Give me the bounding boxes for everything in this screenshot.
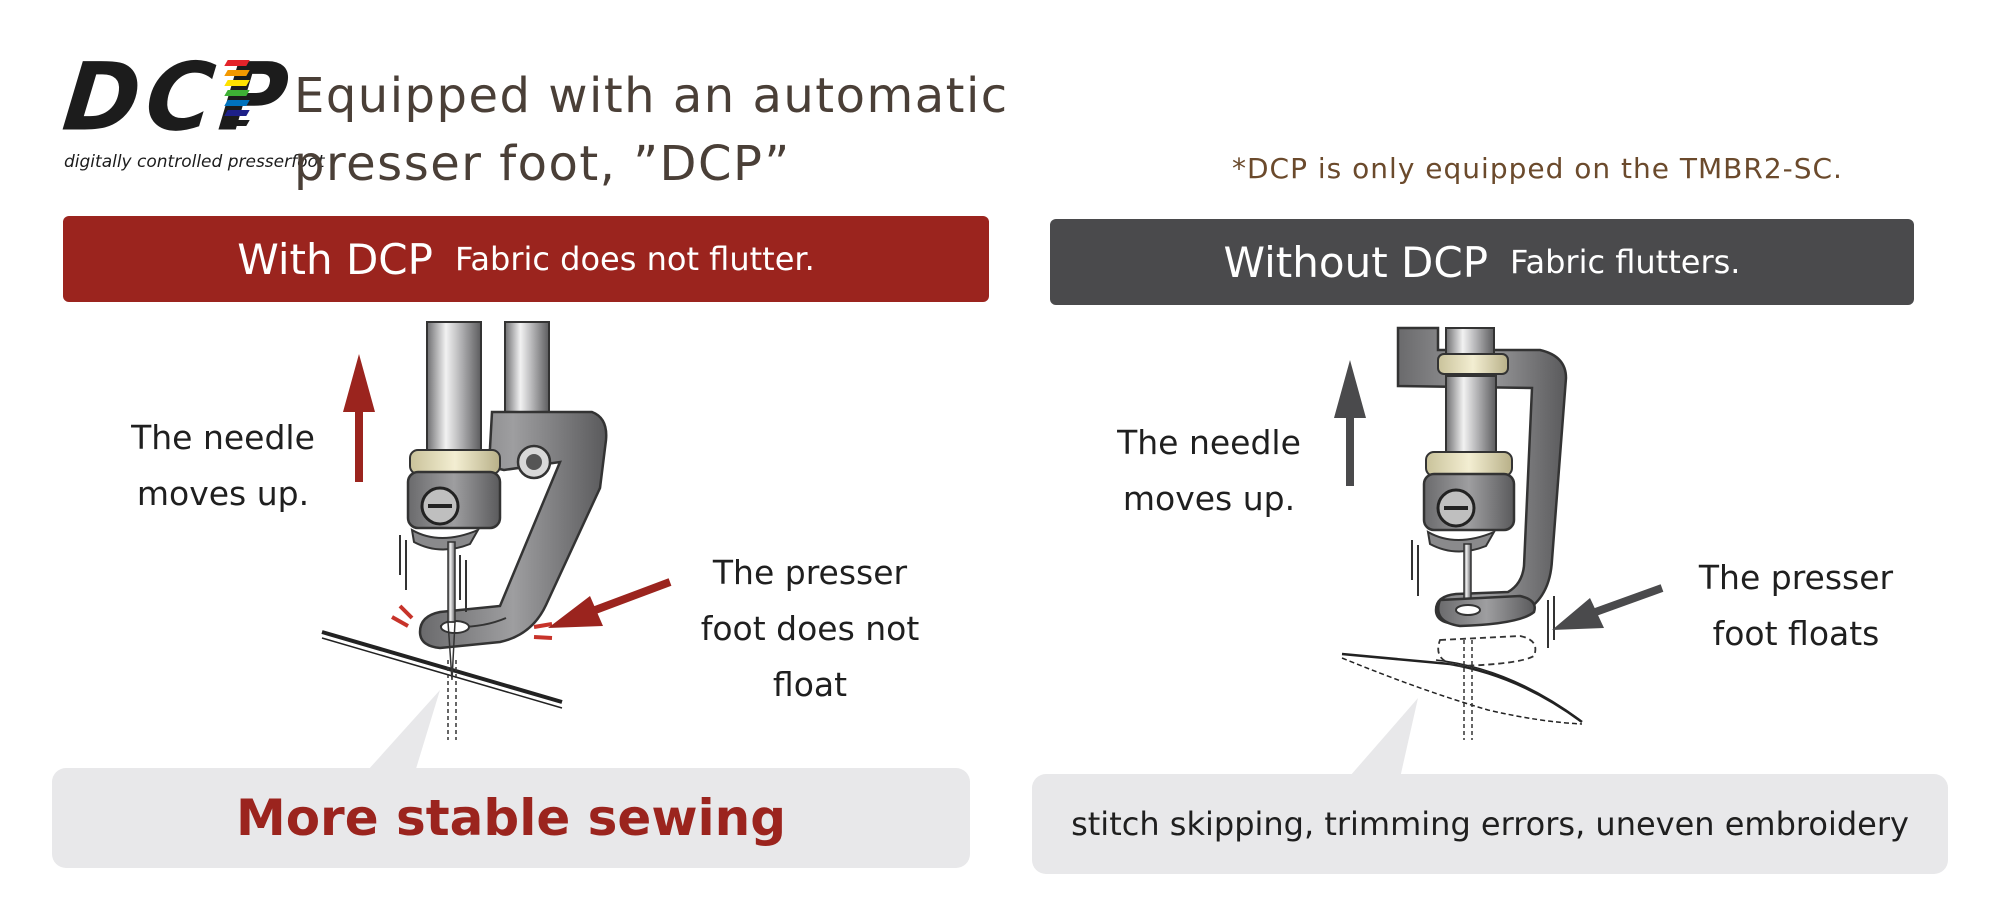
- left-up-arrow: [343, 354, 375, 482]
- left-result-bubble: More stable sewing: [52, 768, 970, 868]
- left-fabric: [321, 630, 563, 704]
- left-foot-label-line1: The presser: [712, 553, 908, 592]
- title-line-1: Equipped with an automatic: [294, 68, 1009, 124]
- title-line-2: presser foot, ”DCP”: [294, 136, 791, 192]
- right-needle-label: The needle moves up.: [1106, 415, 1312, 527]
- with-dcp-banner-title: With DCP: [237, 234, 433, 284]
- page-title: Equipped with an automatic presser foot,…: [294, 62, 1009, 198]
- left-foot-arrow: [548, 578, 672, 628]
- right-foot-arrow: [1552, 584, 1664, 630]
- right-needle-bar: [1445, 375, 1497, 457]
- right-result-text: stitch skipping, trimming errors, uneven…: [1071, 805, 1909, 843]
- left-needle: [447, 541, 456, 623]
- left-bubble-tail: [368, 690, 440, 772]
- left-foot-label-line3: float: [772, 665, 848, 704]
- right-needle-assembly: [1341, 326, 1583, 740]
- availability-note: *DCP is only equipped on the TMBR2-SC.: [1232, 152, 1843, 185]
- right-needle-label-line2: moves up.: [1122, 479, 1296, 518]
- right-result-bubble: stitch skipping, trimming errors, uneven…: [1032, 774, 1948, 874]
- without-dcp-banner-subtitle: Fabric flutters.: [1510, 243, 1741, 281]
- left-foot-label: The presser foot does not float: [690, 545, 930, 713]
- left-needle-label-line2: moves up.: [136, 474, 310, 513]
- right-foot-label-line2: foot floats: [1712, 614, 1880, 653]
- without-dcp-banner: Without DCP Fabric flutters.: [1050, 219, 1914, 305]
- right-needle-label-line1: The needle: [1117, 423, 1301, 462]
- left-needle-label-line1: The needle: [131, 418, 315, 457]
- without-dcp-banner-title: Without DCP: [1223, 237, 1489, 287]
- with-dcp-banner: With DCP Fabric does not flutter.: [63, 216, 989, 302]
- left-needle-label: The needle moves up.: [120, 410, 326, 522]
- right-up-arrow: [1334, 360, 1366, 486]
- dcp-logo-subtitle: digitally controlled presserfoot: [64, 152, 325, 172]
- with-dcp-banner-subtitle: Fabric does not flutter.: [454, 240, 815, 278]
- left-foot-label-line2: foot does not: [700, 609, 920, 648]
- right-foot-label-line1: The presser: [1698, 558, 1894, 597]
- left-presser-foot-arm: [418, 410, 608, 650]
- left-needle-bar: [426, 321, 482, 455]
- left-result-text: More stable sewing: [235, 789, 787, 847]
- left-needle-assembly: [321, 321, 608, 740]
- right-foot-label: The presser foot floats: [1680, 550, 1912, 662]
- right-bubble-tail: [1350, 698, 1418, 778]
